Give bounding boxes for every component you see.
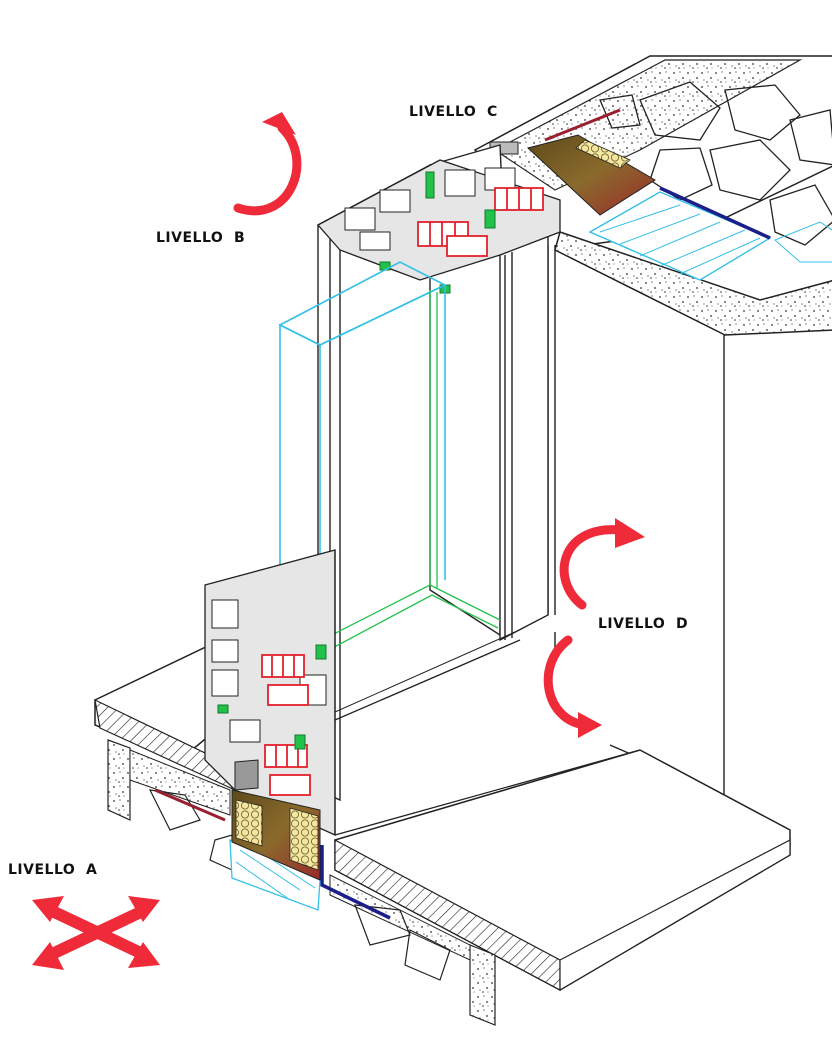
curved-arrow-icon (233, 112, 302, 216)
floor-membrane (320, 845, 391, 920)
top-thermal-break (417, 187, 544, 257)
label-livello-a: LIVELLO A (8, 862, 98, 878)
bottom-gasket (217, 644, 327, 750)
top-frame-section (316, 159, 561, 294)
ceiling-membrane (659, 186, 771, 240)
floor-slab (94, 643, 791, 1026)
floor-stone-fill (148, 789, 451, 981)
double-curved-arrow-icon (543, 518, 645, 738)
label-livello-b: LIVELLO B (156, 230, 246, 246)
label-livello-d: LIVELLO D (598, 616, 689, 632)
bottom-frame-section (204, 549, 641, 881)
floor-flashing (154, 788, 226, 822)
ceiling-sealant (526, 134, 656, 216)
ceiling-flashing (544, 108, 621, 142)
bottom-thermal-break (261, 654, 311, 796)
glazing-gasket (321, 290, 501, 653)
label-livello-c: LIVELLO C (409, 104, 498, 120)
four-way-arrow-icon (32, 896, 160, 970)
wall (547, 245, 725, 796)
stone-fill (599, 81, 832, 246)
ceiling-slab (473, 55, 832, 336)
